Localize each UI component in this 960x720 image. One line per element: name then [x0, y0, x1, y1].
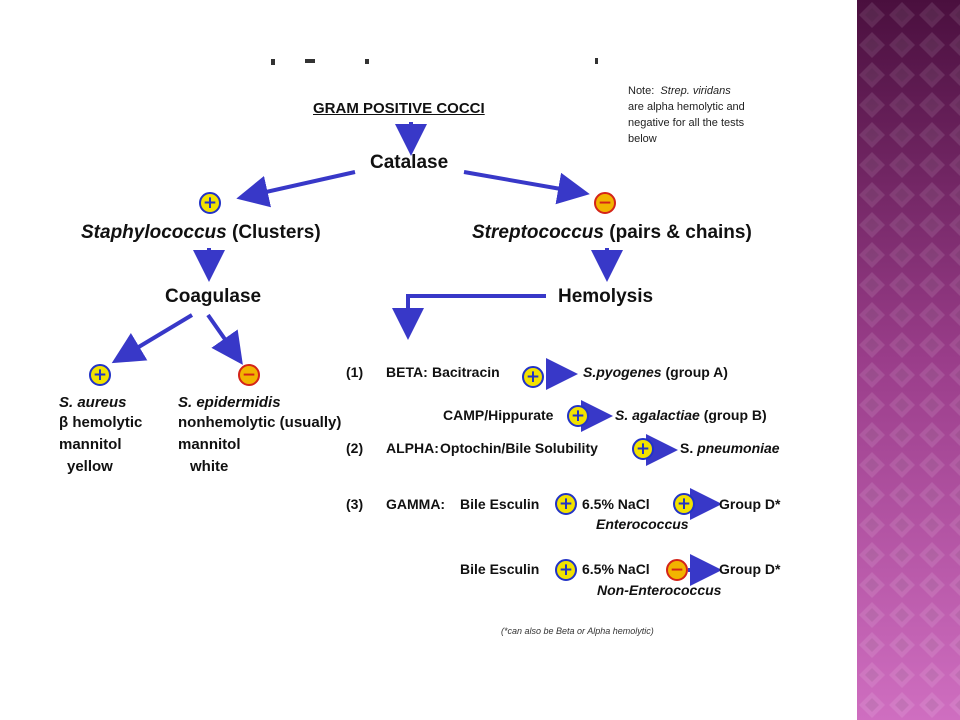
optochin-positive-badge: + — [632, 438, 654, 460]
catalase-node: Catalase — [370, 152, 449, 173]
note-line-3: negative for all the tests — [628, 117, 745, 129]
footnote: (*can also be Beta or Alpha hemolytic) — [501, 626, 654, 636]
group-d-result: Group D* — [719, 496, 781, 512]
coagulase-positive-badge: + — [89, 364, 111, 386]
beta-number: (1) — [346, 364, 364, 380]
s-aureus-name: S. aureus — [59, 394, 127, 411]
nacl-test: 6.5% NaCl — [582, 496, 650, 512]
bile-esculin-positive-badge-2: + — [555, 559, 577, 581]
s-pyogenes-result: S.pyogenes (group A) — [583, 364, 728, 380]
streptococcus-node: Streptococcus (pairs & chains) — [472, 222, 752, 243]
s-agalactiae-result: S. agalactiae (group B) — [615, 407, 767, 423]
catalase-negative-badge: − — [594, 192, 616, 214]
group-d-result-2: Group D* — [719, 561, 781, 577]
catalase-positive-badge: + — [199, 192, 221, 214]
alpha-label: ALPHA: — [386, 440, 439, 456]
nacl-positive-badge: + — [673, 493, 695, 515]
s-aureus-hemolysis: β hemolytic — [59, 414, 143, 431]
note-line-4: below — [628, 133, 657, 145]
diagram-title: GRAM POSITIVE COCCI — [313, 100, 485, 117]
cropped-text-fragment — [271, 58, 598, 65]
arrow-catalase-to-strep — [463, 170, 590, 205]
note-line-2: are alpha hemolytic and — [628, 101, 745, 113]
s-aureus-color: yellow — [67, 458, 113, 475]
camp-hippurate-test: CAMP/Hippurate — [443, 407, 554, 423]
note-line-1: Note: Strep. viridans — [628, 85, 731, 97]
bacitracin-positive-badge: + — [522, 366, 544, 388]
non-enterococcus-label: Non-Enterococcus — [597, 582, 722, 598]
gamma-label: GAMMA: — [386, 496, 446, 512]
arrow-coagulase-to-epidermidis — [206, 313, 243, 365]
s-epidermidis-name: S. epidermidis — [178, 394, 281, 411]
optochin-test: Optochin/Bile Solubility — [440, 440, 598, 456]
s-aureus-mannitol: mannitol — [59, 436, 122, 453]
s-epidermidis-color: white — [190, 458, 229, 475]
nacl-negative-badge: − — [666, 559, 688, 581]
coagulase-node: Coagulase — [165, 286, 262, 307]
bile-esculin-positive-badge: + — [555, 493, 577, 515]
enterococcus-label: Enterococcus — [596, 516, 689, 532]
bacitracin-test: Bacitracin — [432, 364, 500, 380]
s-pneumoniae-result: S. pneumoniae — [680, 440, 780, 456]
flowchart-arrows — [111, 122, 722, 586]
staphylococcus-node: Staphylococcus (Clusters) — [81, 222, 321, 243]
nacl-test-2: 6.5% NaCl — [582, 561, 650, 577]
alpha-number: (2) — [346, 440, 364, 456]
s-epidermidis-hemolysis: nonhemolytic (usually) — [178, 414, 342, 431]
coagulase-negative-badge: − — [238, 364, 260, 386]
gamma-number: (3) — [346, 496, 364, 512]
beta-label: BETA: — [386, 364, 428, 380]
arrow-hemolysis-to-list — [392, 294, 546, 340]
arrow-catalase-to-staph — [236, 170, 356, 208]
arrow-coagulase-to-aureus — [111, 313, 194, 364]
camp-positive-badge: + — [567, 405, 589, 427]
bile-esculin-test-2: Bile Esculin — [460, 561, 540, 577]
decorative-side-panel — [857, 0, 960, 720]
bile-esculin-test: Bile Esculin — [460, 496, 540, 512]
hemolysis-node: Hemolysis — [558, 286, 654, 307]
s-epidermidis-mannitol: mannitol — [178, 436, 241, 453]
